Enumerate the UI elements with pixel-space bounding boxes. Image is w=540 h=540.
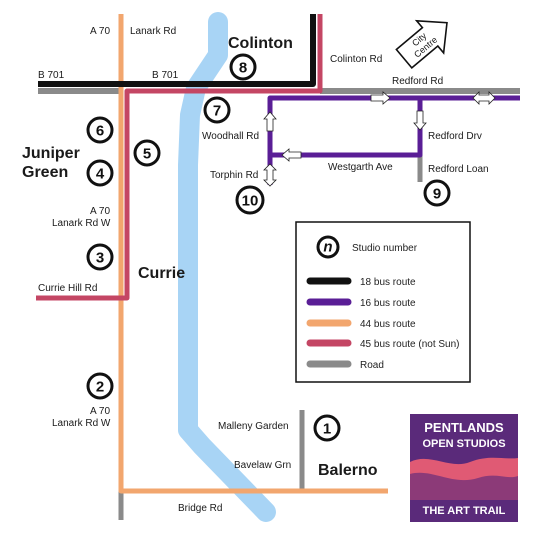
arrow-down-icon bbox=[413, 110, 427, 131]
studio-marker-10[interactable]: 10 bbox=[235, 185, 265, 215]
legend-key-symbol: n bbox=[323, 239, 332, 256]
logo-line-3: THE ART TRAIL bbox=[423, 505, 506, 517]
label-b701-left: B 701 bbox=[38, 70, 65, 81]
label-torphin-rd: Torphin Rd bbox=[210, 170, 258, 181]
arrow-left-icon bbox=[281, 148, 302, 162]
label-redford-loan: Redford Loan bbox=[428, 164, 489, 175]
studio-number: 7 bbox=[213, 103, 221, 120]
studio-number: 4 bbox=[96, 166, 105, 183]
label-woodhall-rd: Woodhall Rd bbox=[202, 131, 259, 142]
label-bridge-rd: Bridge Rd bbox=[178, 503, 222, 514]
legend-route-16: 16 bus route bbox=[360, 298, 416, 309]
label-currie-hill-rd: Currie Hill Rd bbox=[38, 283, 97, 294]
studio-number: 8 bbox=[239, 60, 247, 77]
place-currie: Currie bbox=[138, 265, 185, 282]
place-green: Green bbox=[22, 164, 68, 181]
studio-number: 2 bbox=[96, 379, 104, 396]
label-westgarth-ave: Westgarth Ave bbox=[328, 162, 393, 173]
label-redford-rd: Redford Rd bbox=[392, 76, 443, 87]
studio-number: 5 bbox=[143, 146, 151, 163]
legend-route-44: 44 bus route bbox=[360, 319, 416, 330]
studio-number: 10 bbox=[242, 193, 259, 210]
legend-route-18: 18 bus route bbox=[360, 277, 416, 288]
studio-marker-2[interactable]: 2 bbox=[86, 372, 114, 400]
studio-marker-9[interactable]: 9 bbox=[423, 179, 451, 207]
studio-number: 1 bbox=[323, 421, 331, 438]
city-centre-arrow-icon: City Centre bbox=[395, 19, 448, 70]
route-18 bbox=[38, 14, 316, 87]
route-45 bbox=[36, 14, 323, 301]
arrow-both-icon bbox=[472, 91, 496, 105]
label-lanark-top: Lanark Rd bbox=[130, 26, 176, 37]
logo-line-1: PENTLANDS bbox=[424, 420, 504, 435]
legend-road: Road bbox=[360, 360, 384, 371]
studio-number: 3 bbox=[96, 250, 104, 267]
legend: n Studio number 18 bus route 16 bus rout… bbox=[295, 221, 471, 383]
place-balerno: Balerno bbox=[318, 462, 378, 479]
label-a70-top: A 70 bbox=[90, 26, 110, 37]
label-lanark-rd-w-bottom: Lanark Rd W bbox=[52, 418, 111, 429]
studio-marker-5[interactable]: 5 bbox=[133, 139, 161, 167]
arrow-vertical-both-icon bbox=[263, 163, 277, 187]
river bbox=[178, 12, 276, 522]
label-lanark-rd-w-mid: Lanark Rd W bbox=[52, 218, 111, 229]
arrow-right-icon bbox=[370, 91, 391, 105]
label-colinton-rd: Colinton Rd bbox=[330, 54, 382, 65]
studio-number: 6 bbox=[96, 123, 104, 140]
studio-marker-1[interactable]: 1 bbox=[313, 414, 341, 442]
route-44 bbox=[118, 14, 388, 494]
studio-marker-7[interactable]: 7 bbox=[203, 96, 231, 124]
place-colinton: Colinton bbox=[228, 35, 293, 52]
legend-studio-number: Studio number bbox=[352, 243, 418, 254]
studio-marker-3[interactable]: 3 bbox=[86, 243, 114, 271]
arrow-up-icon bbox=[263, 111, 277, 132]
route-16-westgarth bbox=[270, 98, 423, 158]
studio-number: 9 bbox=[433, 186, 441, 203]
label-b701-mid: B 701 bbox=[152, 70, 179, 81]
studio-marker-6[interactable]: 6 bbox=[86, 116, 114, 144]
label-a70-mid: A 70 bbox=[90, 206, 110, 217]
pentlands-logo: PENTLANDS OPEN STUDIOS THE ART TRAIL bbox=[410, 414, 518, 522]
label-a70-bottom: A 70 bbox=[90, 406, 110, 417]
label-redford-drv: Redford Drv bbox=[428, 131, 482, 142]
studio-marker-8[interactable]: 8 bbox=[229, 53, 257, 81]
studio-marker-4[interactable]: 4 bbox=[86, 159, 114, 187]
legend-studio-symbol: n bbox=[316, 235, 340, 259]
label-bavelaw-grn: Bavelaw Grn bbox=[234, 460, 291, 471]
place-juniper: Juniper bbox=[22, 145, 80, 162]
label-malleny-garden: Malleny Garden bbox=[218, 421, 289, 432]
legend-route-45: 45 bus route (not Sun) bbox=[360, 339, 460, 350]
logo-line-2: OPEN STUDIOS bbox=[422, 438, 505, 450]
